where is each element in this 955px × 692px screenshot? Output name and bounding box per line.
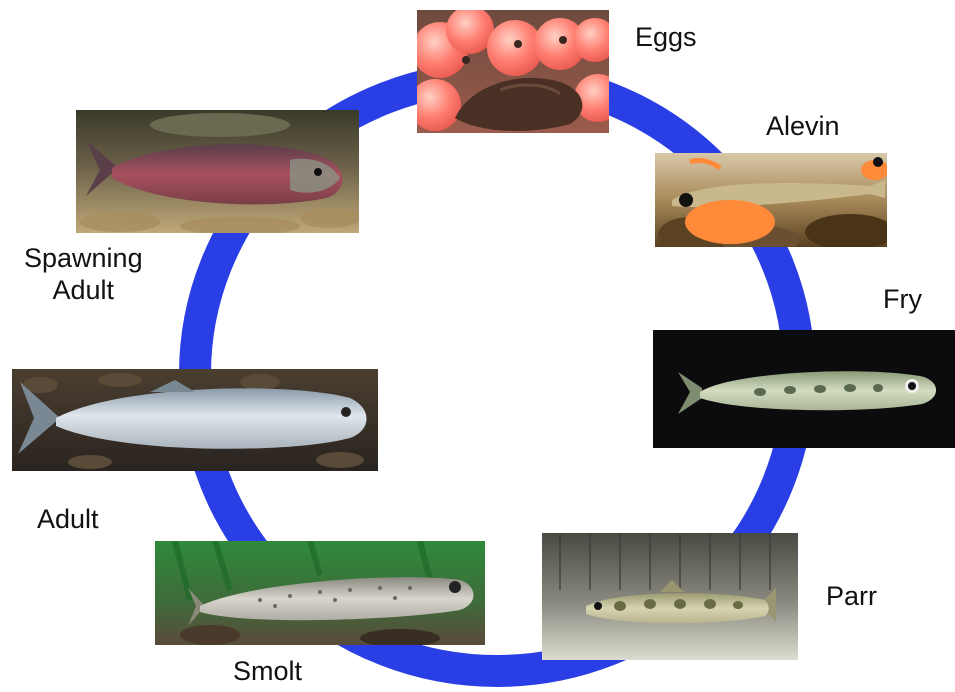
spawning-adult-label-line2: Adult bbox=[24, 274, 143, 306]
parr-photo bbox=[542, 533, 798, 660]
alevin-label: Alevin bbox=[766, 110, 840, 142]
spawning-adult-label-line1: Spawning bbox=[24, 242, 143, 274]
alevin-photo bbox=[655, 153, 895, 254]
parr-label: Parr bbox=[826, 580, 877, 612]
smolt-label: Smolt bbox=[233, 655, 302, 687]
adult-label: Adult bbox=[37, 503, 99, 535]
smolt-photo bbox=[155, 541, 485, 647]
spawning-salmon-photo bbox=[76, 110, 360, 235]
spawning-adult-label: Spawning Adult bbox=[24, 242, 143, 307]
fry-photo bbox=[653, 330, 955, 448]
eggs-label: Eggs bbox=[635, 21, 697, 53]
fry-label: Fry bbox=[883, 283, 922, 315]
salmon-eggs-photo bbox=[409, 6, 622, 133]
adult-salmon-photo bbox=[12, 369, 378, 471]
